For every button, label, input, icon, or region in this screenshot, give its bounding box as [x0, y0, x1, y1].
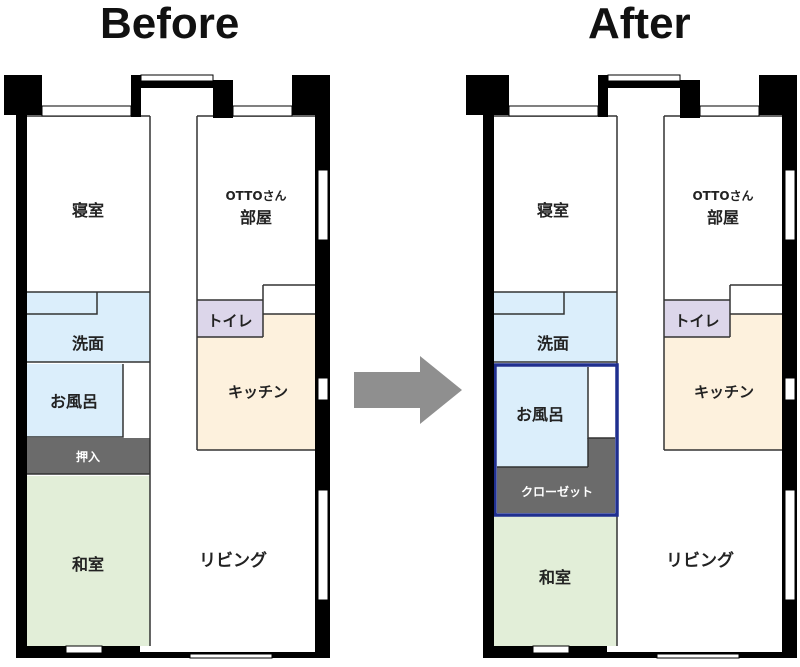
- before-otto-room-label-line2: 部屋: [240, 208, 272, 227]
- after-heading: After: [588, 0, 691, 48]
- before-bedroom-label: 寝室: [72, 201, 104, 220]
- before-toilet-label: トイレ: [207, 312, 252, 330]
- after-closet-label: クローゼット: [521, 484, 593, 499]
- after-washitsu-area: [494, 516, 617, 646]
- after-toilet-label: トイレ: [674, 312, 719, 330]
- after-toilet-area: [664, 300, 730, 337]
- before-washroom-label: 洗面: [72, 334, 104, 353]
- after-kitchen-label: キッチン: [694, 383, 754, 401]
- before-washitsu-area: [27, 476, 150, 646]
- after-washitsu-label: 和室: [539, 568, 571, 587]
- right-arrow-icon: [354, 356, 462, 424]
- before-heading: Before: [100, 0, 240, 48]
- before-kitchen-label: キッチン: [228, 383, 288, 401]
- before-interior-walls: [27, 80, 315, 646]
- after-otto-room-label-line1: OTTOさん: [692, 189, 753, 203]
- before-floor-plan: 寝室 OTTOさん 部屋 洗面 トイレ お風呂 キッチン 押入 和室 リビング: [4, 74, 330, 659]
- after-windows: [508, 74, 796, 659]
- after-bedroom-label: 寝室: [537, 201, 569, 220]
- after-living-label: リビング: [666, 550, 734, 571]
- before-bath-label: お風呂: [50, 392, 98, 411]
- before-washitsu-label: 和室: [72, 555, 104, 574]
- after-bath-area: [497, 367, 588, 467]
- before-otto-room-label-line1: OTTOさん: [225, 189, 286, 203]
- after-bath-label: お風呂: [516, 405, 564, 424]
- before-washroom-area: [27, 292, 150, 362]
- after-otto-room-label-line2: 部屋: [707, 208, 739, 227]
- after-washroom-label: 洗面: [537, 334, 569, 353]
- before-living-label: リビング: [199, 550, 267, 571]
- before-toilet-area-top: [197, 300, 263, 337]
- before-bath-area: [27, 364, 123, 437]
- after-renovation-highlight: [493, 363, 619, 517]
- before-closet-label: 押入: [76, 449, 100, 464]
- after-closet-area: [497, 438, 615, 513]
- after-floor-plan: 寝室 OTTOさん 部屋 洗面 トイレ お風呂 キッチン クローゼット 和室 リ…: [466, 74, 797, 659]
- before-closet-area: [27, 438, 150, 474]
- after-washroom-area: [494, 292, 617, 362]
- before-windows: [41, 74, 329, 659]
